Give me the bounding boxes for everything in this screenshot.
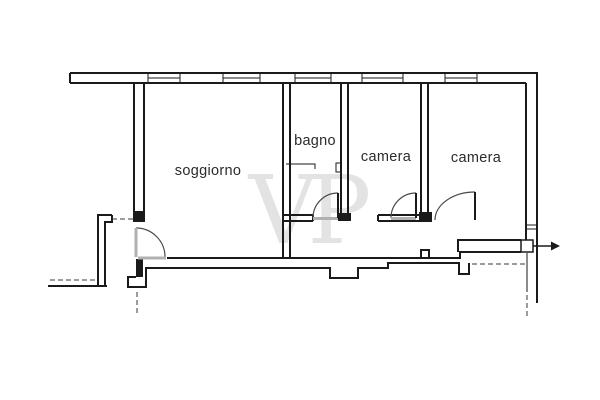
bottom-wall-outer-line bbox=[126, 261, 471, 289]
entrance-threshold-box bbox=[520, 239, 534, 253]
camera-wall-foot bbox=[419, 212, 432, 222]
windows-group bbox=[147, 73, 537, 292]
left-stub-outer bbox=[97, 214, 112, 285]
window-divider-ticks bbox=[147, 73, 478, 83]
bagno-fixture-line bbox=[286, 163, 316, 169]
camera1-bottom-wall bbox=[377, 214, 421, 222]
wall-caps-group bbox=[133, 211, 560, 277]
soggiorno-door-arc bbox=[135, 227, 166, 258]
left-stub-inner bbox=[104, 215, 113, 285]
right-wall-joint-tick bbox=[526, 224, 537, 230]
bottom-wall-pilaster bbox=[420, 249, 430, 258]
room-label-bagno: bagno bbox=[294, 133, 336, 149]
door-leaves-group bbox=[337, 192, 476, 220]
bagno-wall-recess bbox=[335, 162, 341, 173]
room-label-camera-1: camera bbox=[361, 149, 412, 165]
watermark-text: VP bbox=[248, 156, 369, 266]
soggiorno-wall-foot bbox=[133, 211, 145, 222]
bottom-boundary-group bbox=[48, 250, 521, 289]
entrance-arrow-head-icon bbox=[551, 241, 560, 251]
room-label-camera-2: camera bbox=[451, 150, 502, 166]
entrance-symbol-group bbox=[520, 239, 551, 253]
bottom-wall-top-line bbox=[167, 250, 521, 260]
room-label-soggiorno: soggiorno bbox=[175, 163, 241, 179]
entrance-door-post bbox=[136, 259, 143, 277]
bagno-door-arc bbox=[312, 192, 339, 219]
bagno-wall-foot bbox=[338, 213, 351, 221]
door-arcs-group bbox=[135, 191, 476, 258]
walls-group bbox=[69, 72, 538, 303]
camera1-door-arc bbox=[390, 192, 417, 219]
door-thresholds-group bbox=[134, 217, 416, 260]
camera2-door-arc bbox=[434, 191, 476, 221]
room-labels-group: soggiorno bagno camera camera bbox=[175, 133, 502, 179]
dashed-lines-group bbox=[50, 218, 528, 316]
entrance-corridor-top-line bbox=[457, 239, 521, 252]
